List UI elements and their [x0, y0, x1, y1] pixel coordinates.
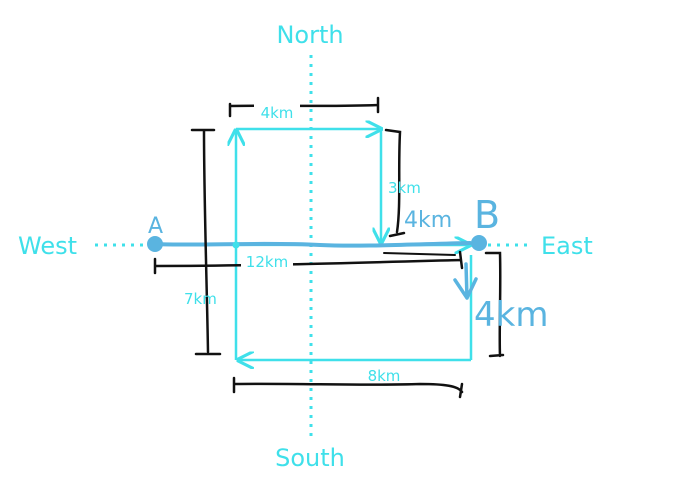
bracket-right-3km	[384, 128, 406, 238]
distance-top-label: 4km	[261, 104, 294, 122]
bracket-middle-12km	[153, 250, 464, 275]
bracket-left-7km	[190, 128, 222, 356]
point-a-dot	[147, 236, 163, 252]
middle-label-bg	[241, 252, 293, 272]
point-b-label: B	[474, 193, 500, 237]
down-arrow-icon	[453, 262, 478, 300]
distance-left-label: 7km	[184, 290, 217, 308]
displacement-line	[153, 241, 472, 248]
distance-middle-label: 12km	[246, 253, 288, 271]
annotation-south-leg: 4km	[474, 295, 548, 335]
bracket-top-4km	[228, 96, 380, 118]
bracket-east-small	[383, 252, 456, 256]
east-label: East	[541, 232, 593, 260]
start-dot	[232, 241, 240, 249]
top-label-bg	[254, 103, 300, 123]
bracket-bottom-8km	[232, 376, 464, 399]
point-b-dot	[471, 235, 487, 251]
south-label: South	[275, 444, 345, 472]
point-a-label: A	[148, 214, 163, 239]
west-label: West	[18, 232, 77, 260]
annotation-east-leg: 4km	[404, 208, 452, 233]
north-label: North	[276, 21, 343, 49]
bracket-right-4km	[484, 251, 505, 358]
distance-bottom-label: 8km	[368, 367, 401, 385]
distance-right-up-label: 3km	[388, 179, 421, 197]
